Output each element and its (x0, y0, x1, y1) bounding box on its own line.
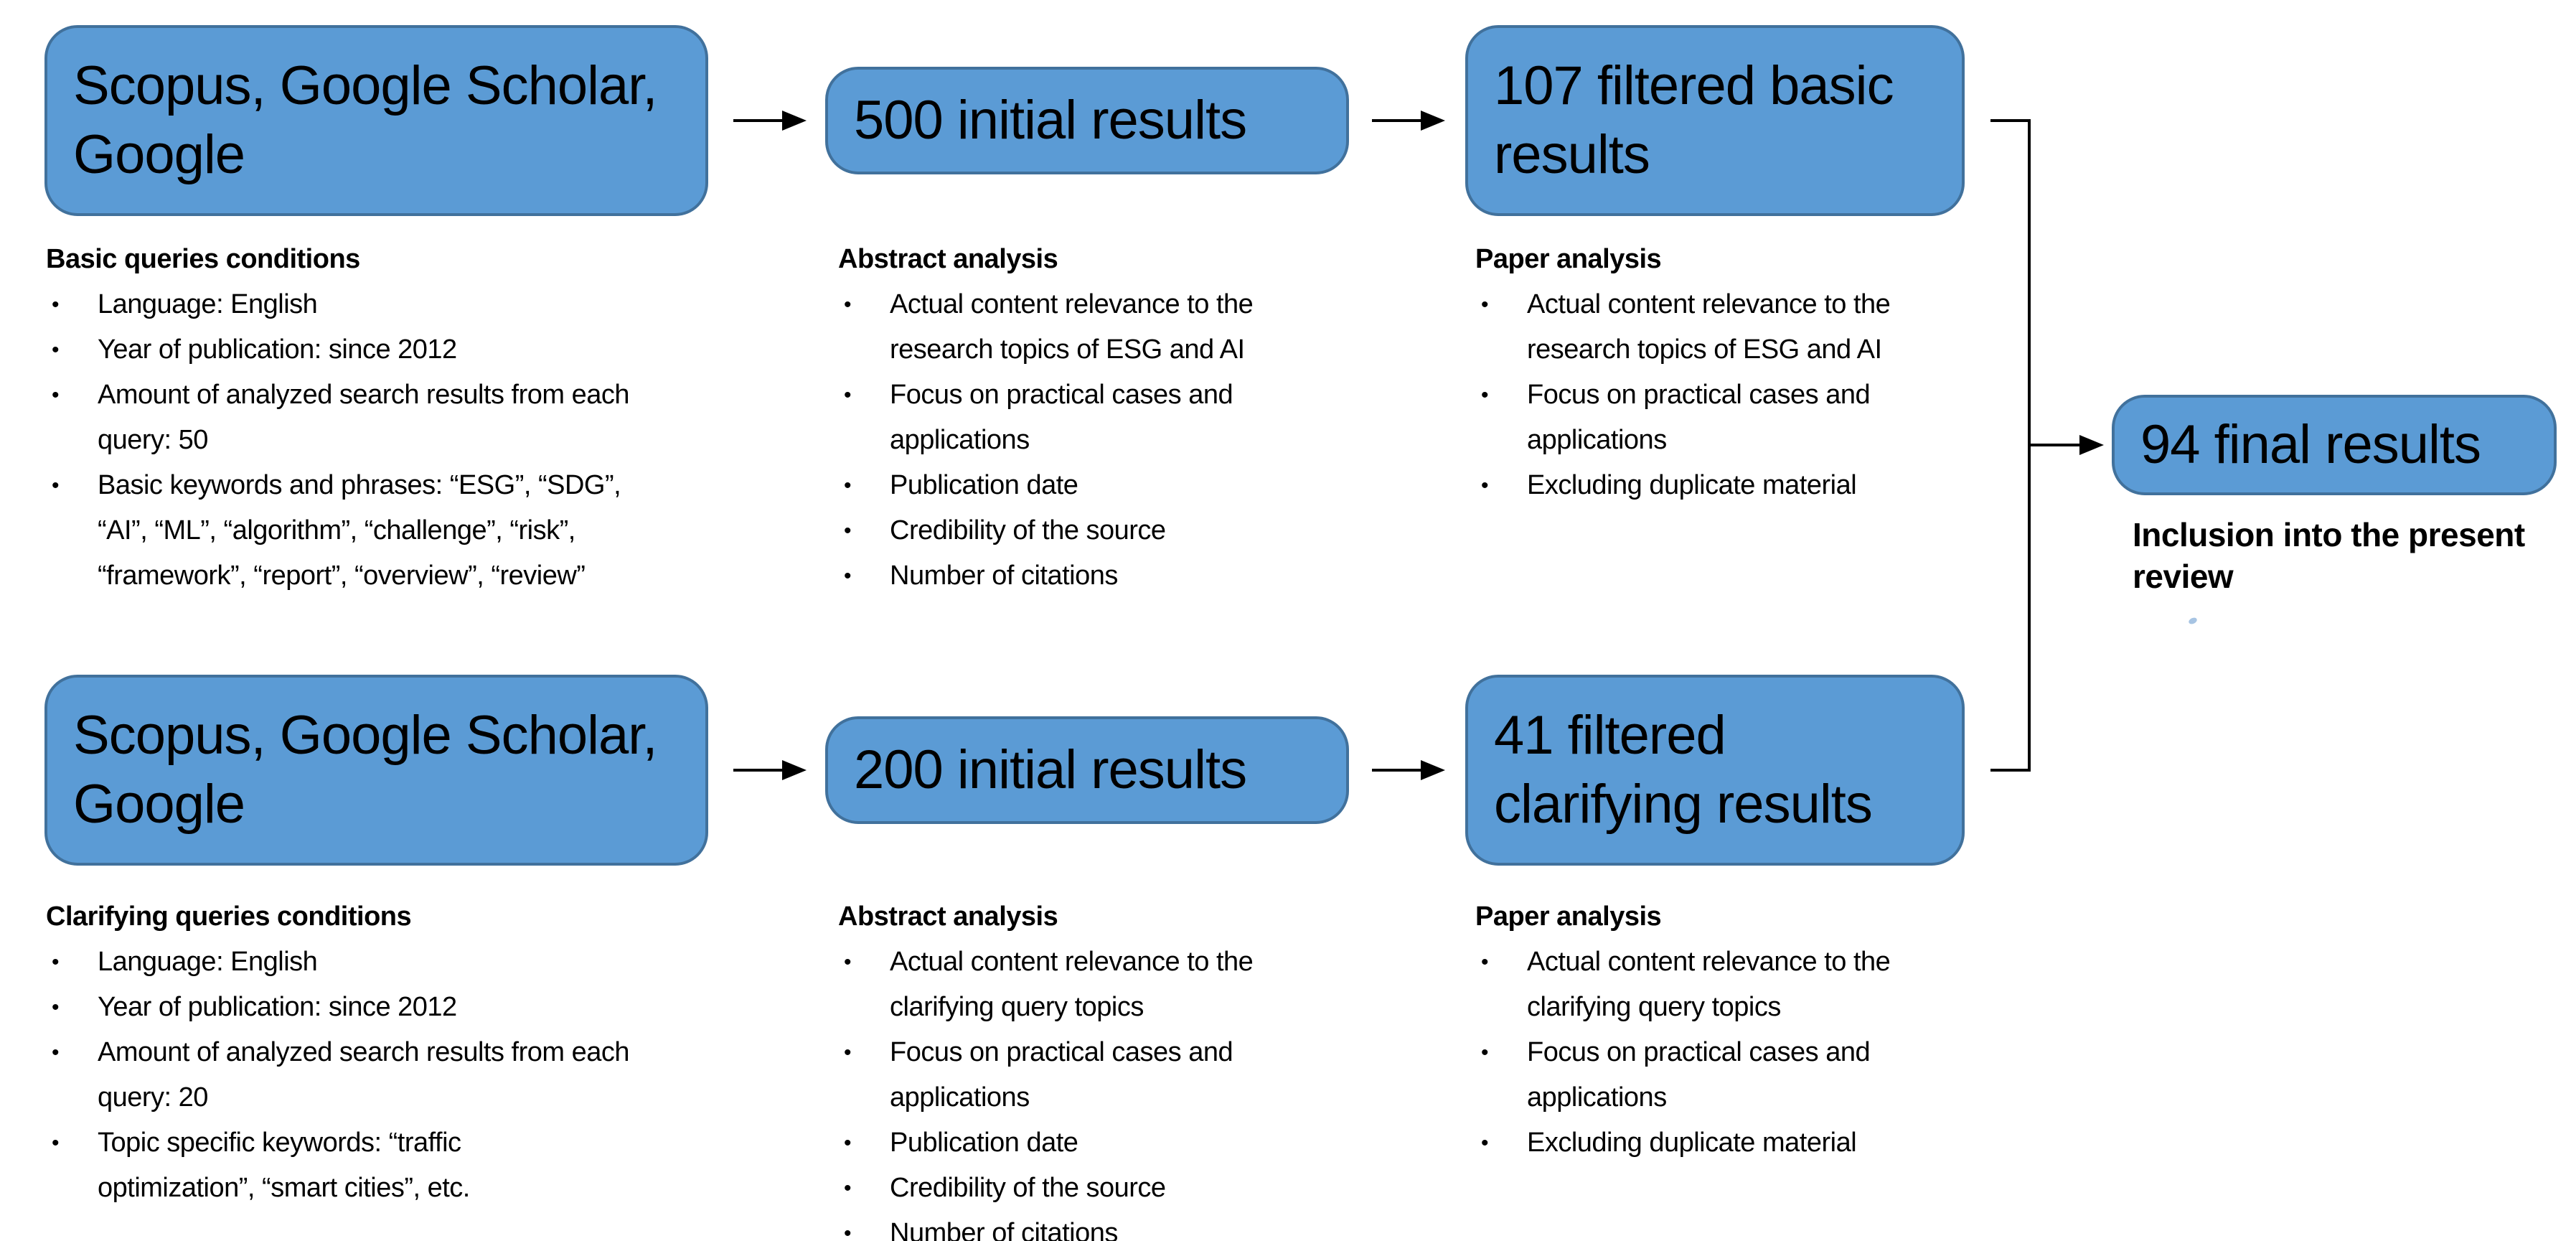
bullet-icon: • (52, 474, 60, 497)
bullet-icon: • (52, 383, 60, 407)
arrowhead-row1-initial-to-filtered-icon (1421, 111, 1445, 131)
criteria-heading: Paper analysis (1475, 244, 1662, 274)
bullet-icon: • (844, 293, 852, 317)
bullet-icon: • (52, 293, 60, 317)
node-row1-sources: Scopus, Google Scholar, Google (44, 25, 708, 216)
bullet-icon: • (52, 950, 60, 974)
list-item: • Credibility of the source (838, 508, 1455, 553)
list-item: • Focus on practical cases and applicati… (1475, 1030, 2049, 1120)
criteria-heading: Paper analysis (1475, 902, 1662, 932)
node-row1-filtered-results-label: 107 filtered basic results (1494, 55, 1894, 185)
bullet-icon: • (1481, 474, 1489, 497)
bullet-icon: • (52, 338, 60, 362)
bullet-icon: • (844, 564, 852, 588)
bullet-icon: • (844, 1176, 852, 1200)
bullet-icon: • (844, 383, 852, 407)
criteria-row1-basic-queries: Basic queries conditions • Language: Eng… (46, 237, 763, 599)
criteria-heading: Clarifying queries conditions (46, 902, 412, 932)
bullet-icon: • (844, 950, 852, 974)
node-final-results: 94 final results (2112, 395, 2557, 495)
list-item: • Focus on practical cases and applicati… (838, 1030, 1455, 1120)
criteria-heading: Abstract analysis (838, 902, 1058, 932)
list-item: • Focus on practical cases and applicati… (1475, 373, 2049, 463)
bullet-icon: • (844, 1131, 852, 1155)
bullet-icon: • (1481, 1131, 1489, 1155)
list-item: • Actual content relevance to the resear… (838, 282, 1455, 373)
arrowhead-row1-source-to-initial-icon (782, 111, 807, 131)
node-row1-filtered-results: 107 filtered basic results (1465, 25, 1965, 216)
final-results-caption: Inclusion into the present review (2133, 516, 2525, 595)
list-item: • Excluding duplicate material (1475, 463, 2049, 508)
list-item: • Excluding duplicate material (1475, 1120, 2049, 1166)
criteria-row2-clarifying-queries: Clarifying queries conditions • Language… (46, 894, 763, 1211)
list-item: • Actual content relevance to the clarif… (1475, 940, 2049, 1030)
bullet-icon: • (52, 1131, 60, 1155)
list-item: • Focus on practical cases and applicati… (838, 373, 1455, 463)
arrowhead-row2-source-to-initial-icon (782, 760, 807, 780)
node-row2-sources-label: Scopus, Google Scholar, Google (73, 705, 658, 835)
node-row2-filtered-results-label: 41 filtered clarifying results (1494, 705, 1873, 835)
list-item: • Credibility of the source (838, 1166, 1455, 1211)
bullet-icon: • (844, 474, 852, 497)
list-item: • Publication date (838, 463, 1455, 508)
bullet-icon: • (1481, 950, 1489, 974)
criteria-row1-paper-analysis: Paper analysis • Actual content relevanc… (1475, 237, 2049, 508)
node-row2-sources: Scopus, Google Scholar, Google (44, 675, 708, 866)
bullet-icon: • (1481, 1041, 1489, 1064)
node-final-results-label: 94 final results (2140, 414, 2481, 475)
arrowhead-merge-to-final-icon (2079, 435, 2104, 455)
node-row2-initial-results-label: 200 initial results (854, 739, 1247, 800)
criteria-row2-abstract-analysis: Abstract analysis • Actual content relev… (838, 894, 1455, 1241)
bullet-icon: • (844, 1222, 852, 1241)
arrowhead-row2-initial-to-filtered-icon (1421, 760, 1445, 780)
bullet-icon: • (52, 996, 60, 1019)
criteria-row2-paper-analysis: Paper analysis • Actual content relevanc… (1475, 894, 2049, 1166)
list-item: • Number of citations (838, 553, 1455, 599)
node-row1-sources-label: Scopus, Google Scholar, Google (73, 55, 658, 185)
bullet-icon: • (1481, 383, 1489, 407)
list-item: • Language: English (46, 282, 763, 327)
list-item: • Amount of analyzed search results from… (46, 1030, 763, 1120)
list-item: • Actual content relevance to the clarif… (838, 940, 1455, 1030)
list-item: • Amount of analyzed search results from… (46, 373, 763, 463)
list-item: • Language: English (46, 940, 763, 985)
list-item: • Basic keywords and phrases: “ESG”, “SD… (46, 463, 763, 599)
bullet-icon: • (52, 1041, 60, 1064)
list-item: • Publication date (838, 1120, 1455, 1166)
list-item: • Year of publication: since 2012 (46, 985, 763, 1030)
node-row1-initial-results-label: 500 initial results (854, 90, 1247, 151)
list-item: • Actual content relevance to the resear… (1475, 282, 2049, 373)
node-row2-filtered-results: 41 filtered clarifying results (1465, 675, 1965, 866)
bullet-icon: • (844, 519, 852, 543)
list-item: • Topic specific keywords: “traffic opti… (46, 1120, 763, 1211)
criteria-heading: Basic queries conditions (46, 244, 360, 274)
bullet-icon: • (1481, 293, 1489, 317)
criteria-row1-abstract-analysis: Abstract analysis • Actual content relev… (838, 237, 1455, 599)
node-row2-initial-results: 200 initial results (825, 716, 1349, 824)
node-row1-initial-results: 500 initial results (825, 67, 1349, 174)
criteria-heading: Abstract analysis (838, 244, 1058, 274)
list-item: • Year of publication: since 2012 (46, 327, 763, 373)
bullet-icon: • (844, 1041, 852, 1064)
list-item: • Number of citations (838, 1211, 1455, 1241)
